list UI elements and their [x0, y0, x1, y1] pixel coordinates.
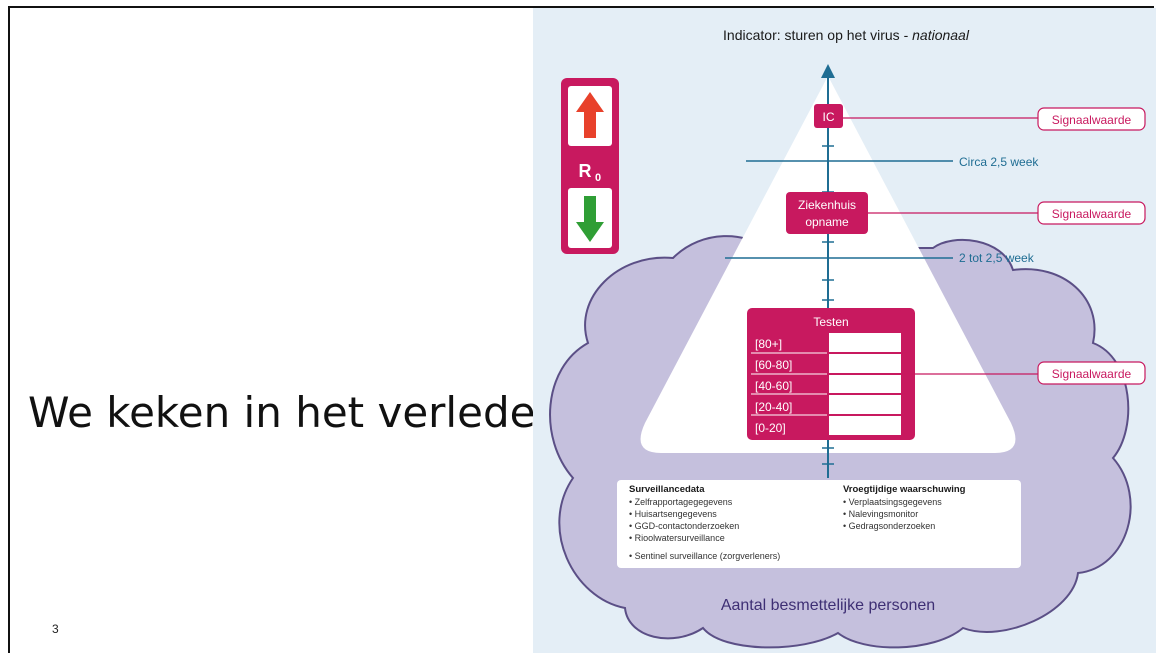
early-warning-heading: Vroegtijdige waarschuwing	[843, 484, 966, 495]
age-group-label: [60-80]	[755, 358, 792, 372]
indicator-diagram: Indicator: sturen op het virus - nationa…	[533, 8, 1156, 653]
slide-title: We keken in het verleden	[28, 388, 563, 437]
signal-badge-2: Signaalwaarde	[1052, 207, 1132, 221]
diagram-title-main: Indicator: sturen op het virus -	[723, 27, 912, 43]
age-group-label: [20-40]	[755, 400, 792, 414]
diagram-title-emphasis: nationaal	[912, 27, 970, 43]
r0-subscript: 0	[595, 172, 601, 184]
ziekenhuis-label-line1: Ziekenhuis	[798, 198, 856, 212]
age-group-label: [0-20]	[755, 421, 786, 435]
ziekenhuis-label-line2: opname	[805, 215, 849, 229]
r0-indicator: R 0	[561, 78, 619, 254]
age-group-label: [80+]	[755, 337, 782, 351]
data-sources-box: Surveillancedata • Zelfrapportagegegeven…	[617, 480, 1021, 568]
surveillance-item: • Huisartsengegevens	[629, 509, 717, 519]
slide-left-pane	[10, 8, 532, 653]
signal-connector-1: Signaalwaarde	[843, 107, 1146, 131]
testen-chart-area	[829, 333, 901, 435]
cloud-footer-label: Aantal besmettelijke personen	[721, 597, 935, 614]
delay-label-1: Circa 2,5 week	[959, 155, 1039, 169]
r0-symbol: R	[579, 161, 592, 181]
surveillance-item: • Zelfrapportagegegevens	[629, 497, 733, 507]
age-group-label: [40-60]	[755, 379, 792, 393]
surveillance-item: • Sentinel surveillance (zorgverleners)	[629, 551, 780, 561]
surveillance-heading: Surveillancedata	[629, 484, 705, 495]
ziekenhuis-node: Ziekenhuis opname	[786, 192, 868, 234]
delay-label-2: 2 tot 2,5 week	[959, 251, 1035, 265]
signal-badge-1: Signaalwaarde	[1052, 113, 1132, 127]
signal-connector-3: Signaalwaarde	[901, 361, 1146, 385]
testen-label: Testen	[813, 315, 848, 329]
slide-frame	[8, 6, 1154, 653]
testen-node: Testen [80+] [60-80] [40-60] [20-40] [0-…	[747, 308, 915, 440]
diagram-title: Indicator: sturen op het virus - nationa…	[723, 27, 970, 43]
ic-node: IC	[814, 104, 843, 128]
down-arrow-icon	[576, 196, 604, 242]
diagram-canvas: Indicator: sturen op het virus - nationa…	[549, 27, 1146, 649]
signal-connector-2: Signaalwaarde	[868, 201, 1146, 225]
slide-number: 3	[52, 622, 59, 636]
signal-badge-3: Signaalwaarde	[1052, 367, 1132, 381]
early-warning-item: • Nalevingsmonitor	[843, 509, 918, 519]
early-warning-item: • Verplaatsingsgegevens	[843, 497, 942, 507]
ic-label: IC	[823, 110, 835, 124]
up-arrow-icon	[576, 92, 604, 138]
surveillance-item: • Rioolwatersurveillance	[629, 533, 725, 543]
early-warning-item: • Gedragsonderzoeken	[843, 521, 935, 531]
axis-arrowhead-icon	[821, 64, 835, 78]
surveillance-item: • GGD-contactonderzoeken	[629, 521, 739, 531]
